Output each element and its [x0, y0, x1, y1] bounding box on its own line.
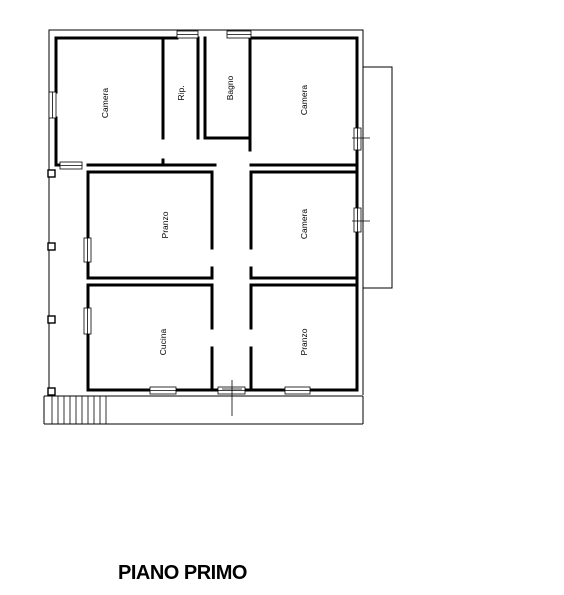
room-label-camera-nw: Camera	[100, 88, 110, 119]
room-label-bagno: Bagno	[225, 75, 235, 100]
steps	[51, 396, 107, 424]
room-label-pranzo-w: Pranzo	[160, 211, 170, 238]
cross-markers	[222, 137, 370, 416]
east-balcony	[363, 66, 393, 289]
room-label-rip: Rip.	[176, 85, 186, 100]
room-label-pranzo-se: Pranzo	[299, 328, 309, 355]
windows	[48, 30, 362, 395]
plan-title-container: PIANO PRIMO	[0, 562, 564, 590]
room-label-cucina: Cucina	[158, 329, 168, 356]
room-label-camera-e: Camera	[299, 209, 309, 240]
room-label-camera-ne: Camera	[299, 85, 309, 116]
walls	[54, 36, 359, 392]
plan-title: PIANO PRIMO	[118, 562, 247, 584]
thin-outlines	[43, 29, 393, 425]
pillars	[47, 169, 56, 396]
room-labels: Camera Rip. Bagno Camera Pranzo Camera C…	[100, 75, 309, 355]
